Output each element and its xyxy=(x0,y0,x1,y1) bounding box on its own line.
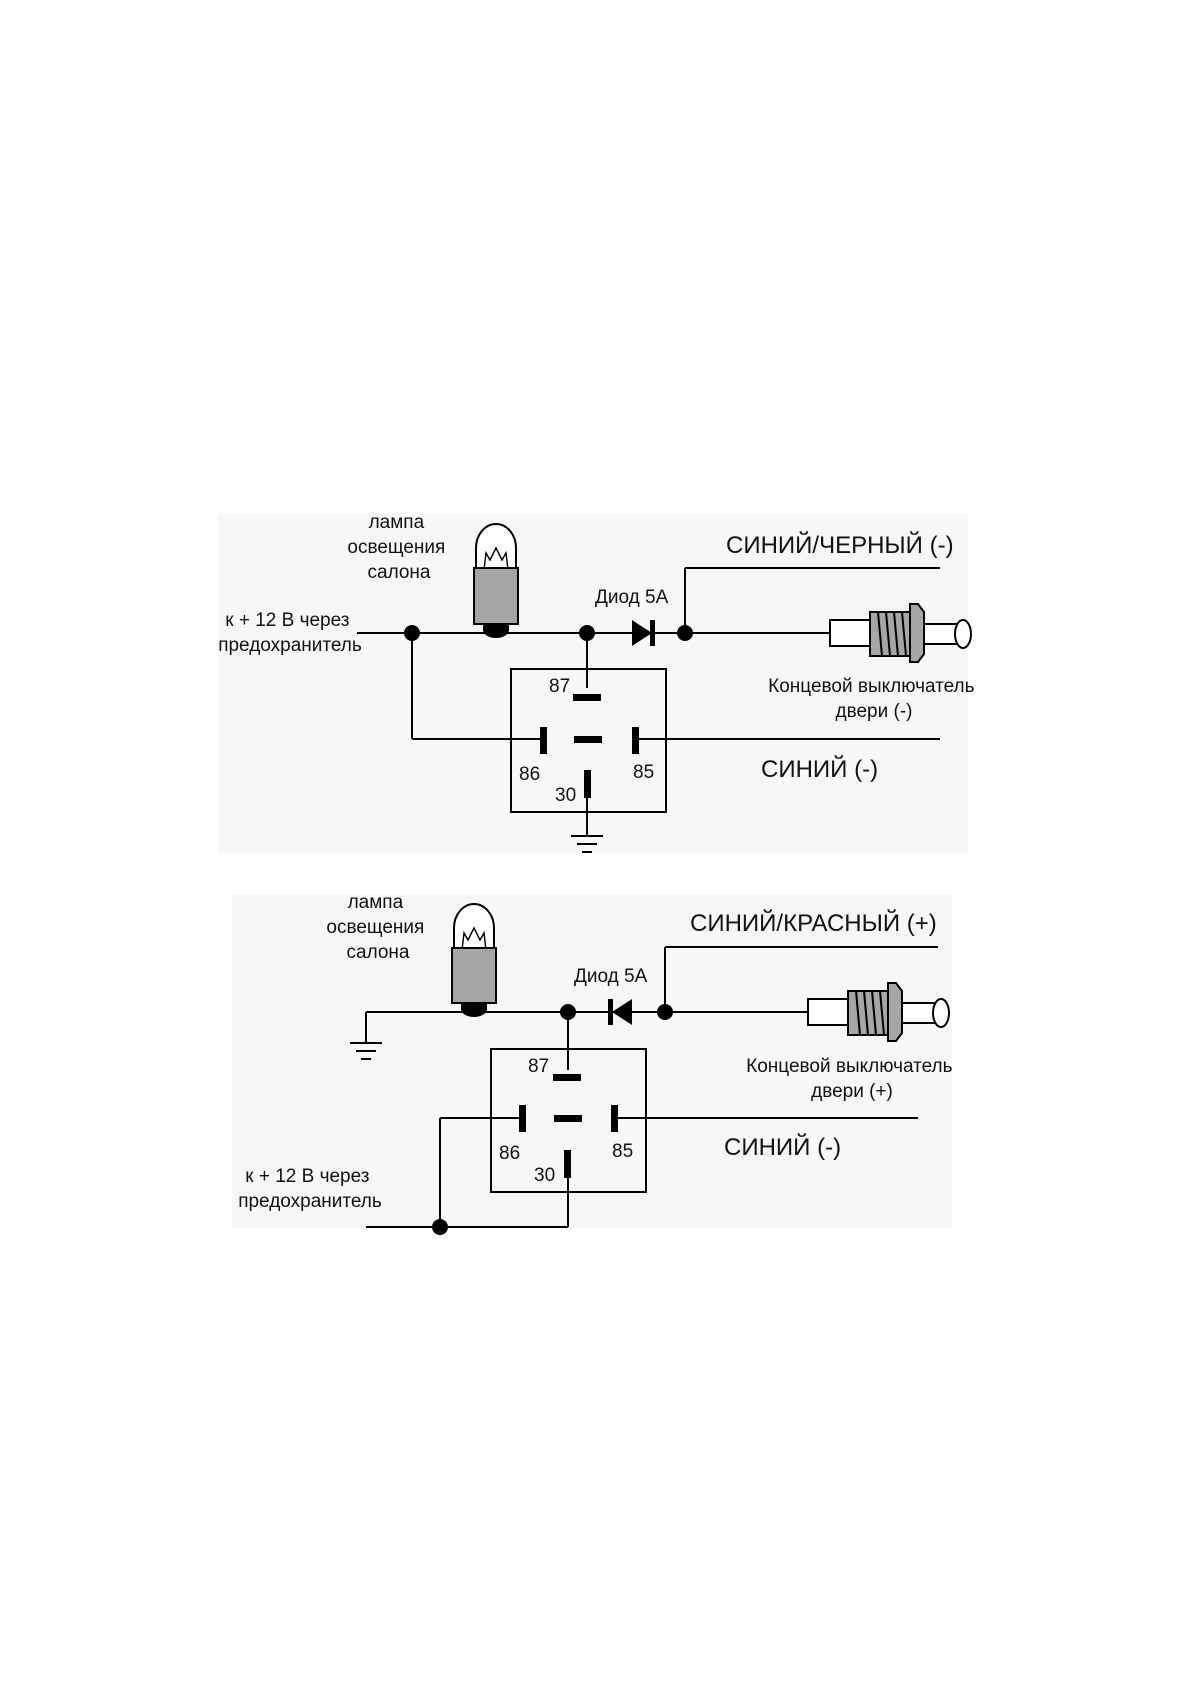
junction-dot xyxy=(657,1004,673,1020)
relay-pin-86 xyxy=(519,1105,526,1132)
relay-pin-86 xyxy=(540,727,547,754)
diagram-positive-switch: 87 86 85 30 Диод 5А xyxy=(232,892,958,1235)
pin-label-30: 30 xyxy=(534,1165,555,1186)
diode-icon xyxy=(632,620,655,646)
ground-icon xyxy=(571,835,603,853)
diagram-background xyxy=(232,894,952,1228)
relay-contact-center xyxy=(554,1115,582,1122)
relay-pin-87 xyxy=(553,1074,581,1081)
junction-dot xyxy=(560,1004,576,1020)
top-wire-label: СИНИЙ/КРАСНЫЙ (+) xyxy=(690,909,937,937)
pin-label-85: 85 xyxy=(612,1141,633,1162)
pin-label-86: 86 xyxy=(519,764,540,785)
relay: 87 86 85 30 xyxy=(490,1048,647,1193)
pin-label-86: 86 xyxy=(499,1143,520,1164)
power-label: к + 12 В через предохранитель xyxy=(238,1166,382,1212)
relay-pin-30 xyxy=(584,770,591,798)
relay-pin-87 xyxy=(573,694,601,701)
relay-box xyxy=(510,668,667,813)
door-switch-label: Концевой выключатель двери (-) xyxy=(768,676,980,722)
relay-pin-30 xyxy=(564,1150,571,1178)
pin-label-30: 30 xyxy=(555,785,576,806)
diode-label: Диод 5А xyxy=(595,587,669,608)
door-switch-icon xyxy=(807,982,950,1042)
lamp-label: лампа освещения салона xyxy=(347,512,450,583)
junction-dot xyxy=(432,1219,448,1235)
door-switch-label: Концевой выключатель двери (+) xyxy=(746,1056,958,1102)
top-wire-label: СИНИЙ/ЧЕРНЫЙ (-) xyxy=(726,531,954,559)
ground-icon xyxy=(350,1042,382,1060)
bottom-wire-label: СИНИЙ (-) xyxy=(724,1133,841,1161)
diode-icon xyxy=(608,999,632,1025)
power-label: к + 12 В через предохранитель xyxy=(218,610,362,656)
lamp-icon xyxy=(451,903,497,1017)
relay-pin-85 xyxy=(632,727,639,754)
diagram-negative-switch: 87 86 85 30 Диод 5А xyxy=(218,512,980,853)
junction-dot xyxy=(677,625,693,641)
diagram-background xyxy=(218,513,968,853)
lamp-icon xyxy=(473,523,519,638)
diode-label: Диод 5А xyxy=(574,966,648,987)
pin-label-87: 87 xyxy=(528,1056,549,1077)
door-switch-icon xyxy=(829,603,972,663)
bottom-wire-label: СИНИЙ (-) xyxy=(761,755,878,783)
relay-pin-85 xyxy=(611,1105,618,1132)
lamp-label: лампа освещения салона xyxy=(326,892,429,963)
pin-label-85: 85 xyxy=(633,762,654,783)
relay: 87 86 85 30 xyxy=(510,668,667,813)
relay-contact-center xyxy=(574,736,602,743)
junction-dot xyxy=(404,625,420,641)
junction-dot xyxy=(579,625,595,641)
pin-label-87: 87 xyxy=(549,676,570,697)
relay-box xyxy=(490,1048,647,1193)
